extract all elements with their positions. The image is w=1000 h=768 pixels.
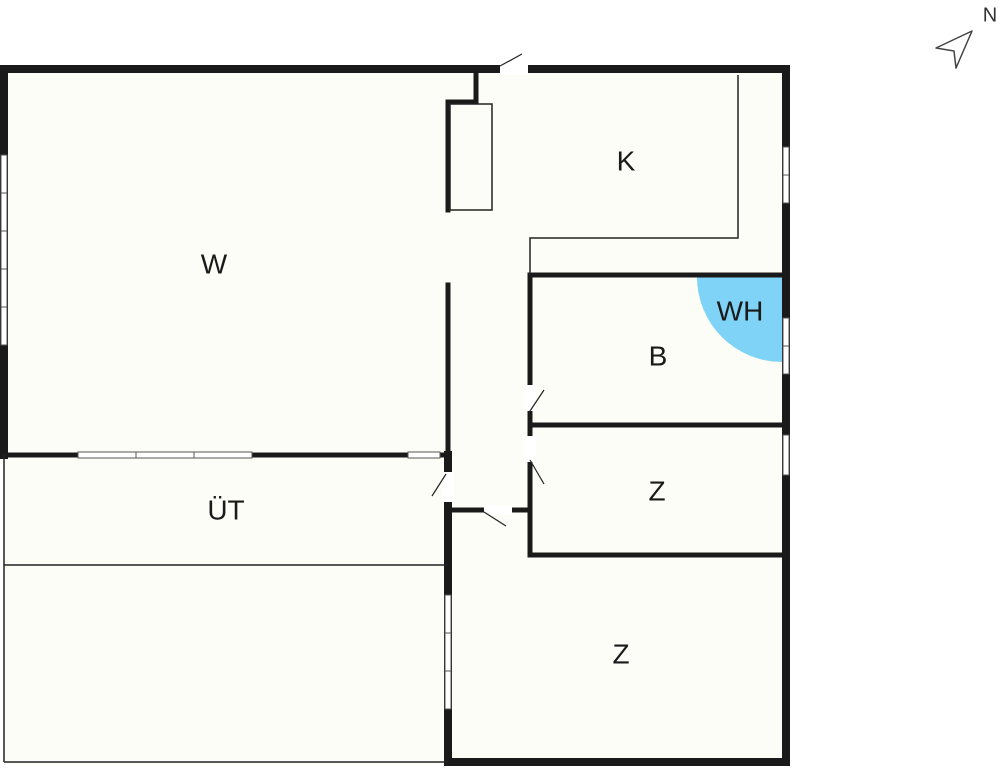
room-label-kitchen: K: [617, 145, 636, 176]
north-arrow-icon: [935, 30, 973, 69]
south-door-gap: [484, 505, 512, 515]
room-label-living: W: [201, 248, 228, 279]
room-door-gap: [524, 436, 536, 462]
room-label-large: Z: [612, 638, 629, 669]
room-label-washer: WH: [717, 295, 764, 326]
compass: N: [935, 4, 997, 69]
room-label-utility: ÜT: [207, 494, 244, 525]
floor-utility: [4, 455, 448, 765]
thin-lines: [3, 75, 739, 763]
floor-south: [448, 455, 786, 760]
entrance-gap: [500, 63, 528, 75]
door-swings: [431, 53, 545, 527]
windows: [0, 146, 790, 710]
compass-label: N: [983, 4, 997, 26]
room-label-small: Z: [648, 475, 665, 506]
room-label-bath: B: [649, 340, 668, 371]
utility-door-gap: [442, 472, 454, 502]
bath-door-gap: [524, 385, 536, 411]
floor-main: [4, 69, 786, 455]
washer-area: [697, 277, 782, 362]
